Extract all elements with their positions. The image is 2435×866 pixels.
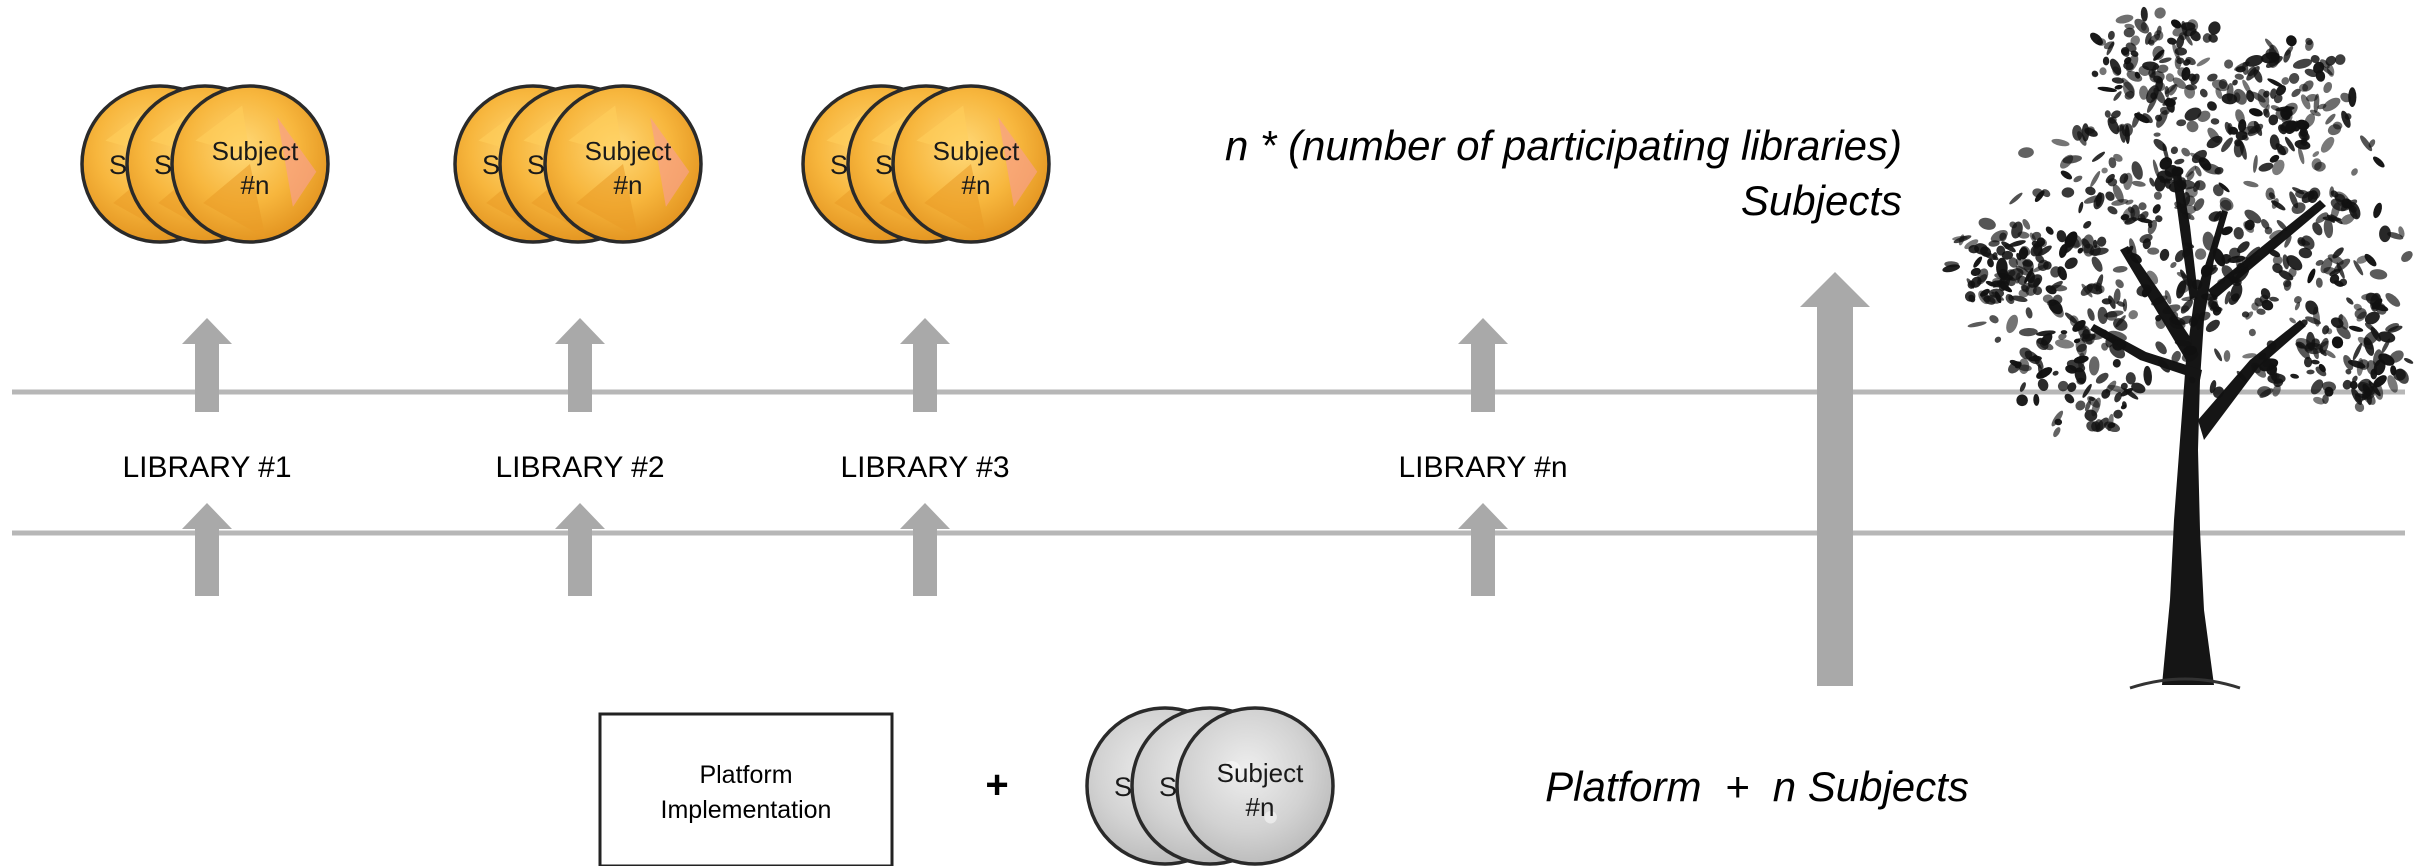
- library-3-coin-3: Subject #n: [891, 84, 1051, 244]
- library-3-coin-label-line1: Subject: [933, 136, 1020, 166]
- library-lower-arrow-4: [1458, 503, 1508, 596]
- library-2-coin-label-line2: #n: [614, 170, 643, 200]
- library-2-coin-prefix-2: S: [527, 150, 545, 180]
- library-upper-arrow-4: [1458, 318, 1508, 412]
- library-lower-arrow-1: [182, 503, 232, 596]
- library-label-4: LIBRARY #n: [1399, 451, 1568, 484]
- library-3-coin-prefix-2: S: [875, 150, 893, 180]
- library-1-coin-prefix-2: S: [154, 150, 172, 180]
- library-2-coin-label-line1: Subject: [585, 136, 672, 166]
- library-lower-arrow-3: [900, 503, 950, 596]
- library-2-coin-prefix-1: S: [482, 150, 500, 180]
- total-subjects-line2: Subjects: [1741, 177, 1902, 224]
- platform-box-line1: Platform: [699, 761, 792, 789]
- big-up-arrow: [1800, 272, 1870, 686]
- library-1-coin-label-line2: #n: [241, 170, 270, 200]
- library-label-2: LIBRARY #2: [496, 451, 665, 484]
- library-3-coin-label-line2: #n: [962, 170, 991, 200]
- library-1-coin-label-line1: Subject: [212, 136, 299, 166]
- library-1-coin-prefix-1: S: [109, 150, 127, 180]
- platform-coin-prefix-2: S: [1159, 772, 1177, 802]
- plus-sign: +: [985, 763, 1008, 807]
- platform-coin-prefix-1: S: [1114, 772, 1132, 802]
- platform-box-line2: Implementation: [661, 796, 832, 824]
- platform-coin-3: Subject #n: [1175, 706, 1335, 866]
- library-3-coin-prefix-1: S: [830, 150, 848, 180]
- library-label-3: LIBRARY #3: [841, 451, 1010, 484]
- library-label-1: LIBRARY #1: [123, 451, 292, 484]
- platform-implementation-box: Platform Implementation: [598, 712, 894, 866]
- tree-icon: [1942, 6, 2414, 690]
- library-column-4: LIBRARY #n: [1399, 318, 1568, 596]
- platform-coin-label-line1: Subject: [1217, 758, 1304, 788]
- library-upper-arrow-1: [182, 318, 232, 412]
- platform-plus-subjects-text: Platform + n Subjects: [1545, 763, 1969, 810]
- library-1-coin-3: Subject #n: [170, 84, 330, 244]
- library-lower-arrow-2: [555, 503, 605, 596]
- library-upper-arrow-2: [555, 318, 605, 412]
- platform-coin-label-line2: #n: [1246, 792, 1275, 822]
- library-2-coin-3: Subject #n: [543, 84, 703, 244]
- library-upper-arrow-3: [900, 318, 950, 412]
- total-subjects-line1: n * (number of participating libraries): [1225, 122, 1902, 169]
